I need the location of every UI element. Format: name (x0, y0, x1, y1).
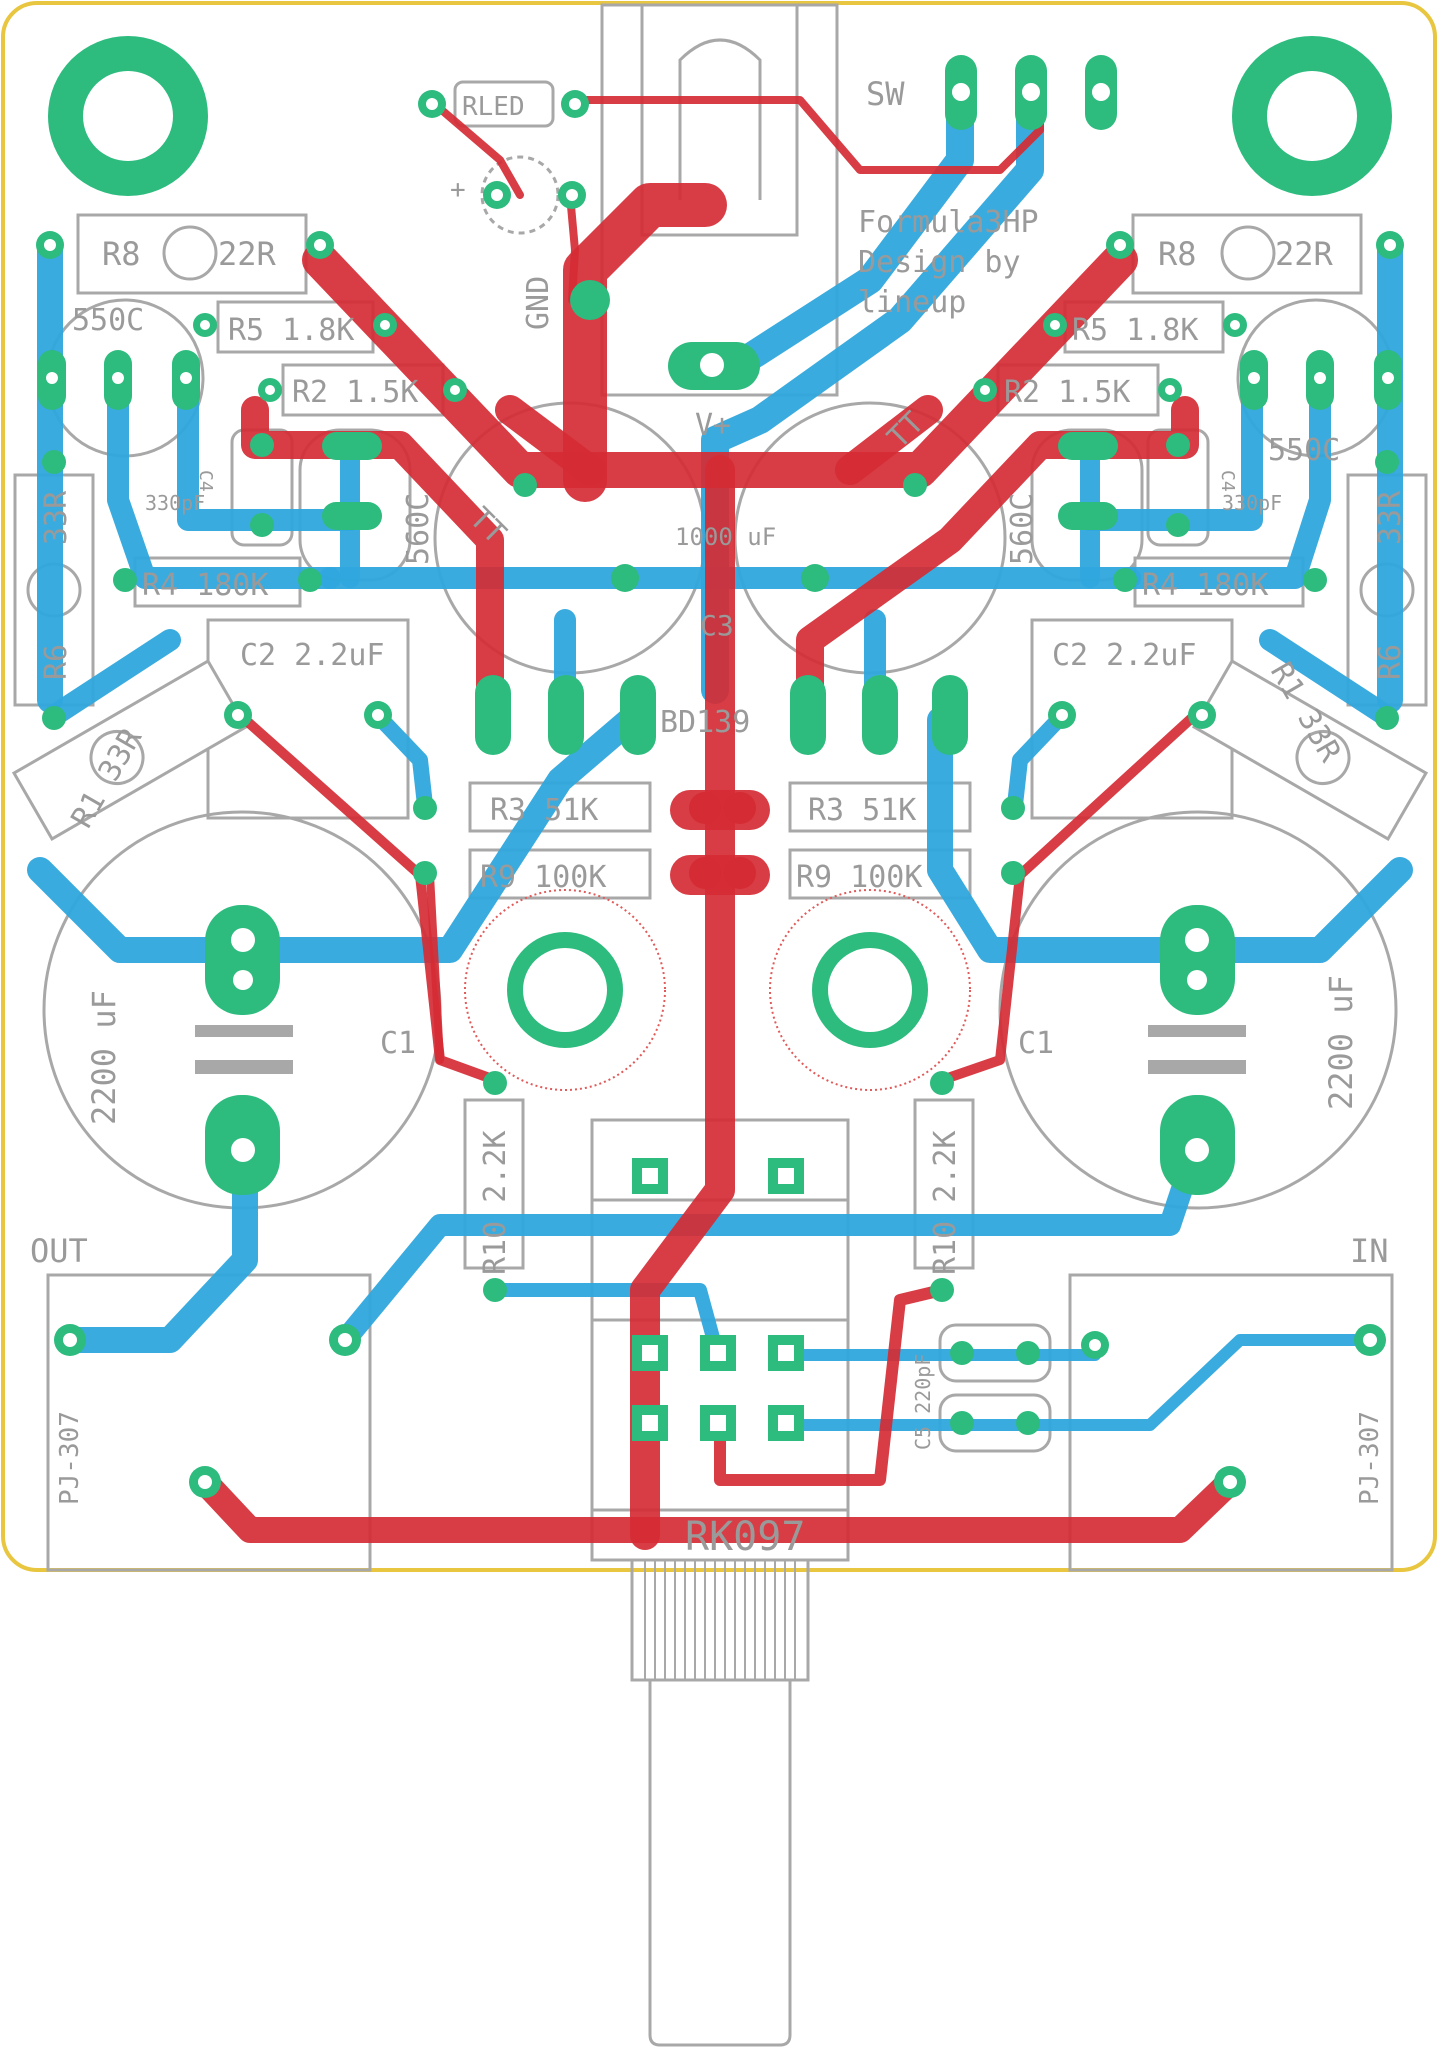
r10-right-label: R10 2.2K (928, 1131, 963, 1276)
r5-right-label: R5 1.8K (1072, 313, 1198, 348)
r6-right-label: R6 (1373, 644, 1408, 680)
title-line-3: lineup (858, 285, 966, 320)
r1-left-body (11, 659, 249, 841)
pj307-right-label: PJ-307 (1355, 1411, 1385, 1505)
r6-right-value: 33R (1373, 490, 1408, 545)
c2-left-label: C2 2.2uF (240, 638, 385, 673)
r8-right-value: 22R (1275, 235, 1334, 273)
out-label: OUT (30, 1232, 88, 1270)
r4-right-label: R4 180K (1142, 568, 1268, 603)
pj307-left-label: PJ-307 (55, 1411, 85, 1505)
silkscreen-layer (11, 3, 1429, 2047)
c4-right-label: C4 (1217, 470, 1238, 492)
q550-left-label: 550C (72, 303, 144, 338)
labels-layer: RLED + GND SW V+ Formula3HP Design by li… (30, 75, 1408, 1560)
r2-left-label: R2 1.5K (292, 375, 418, 410)
r9-left-label: R9 100K (480, 860, 606, 895)
r8-right-label: R8 (1158, 235, 1197, 273)
r4-left-label: R4 180K (142, 568, 268, 603)
title-line-2: Design by (858, 245, 1021, 280)
rled-label: RLED (462, 92, 525, 122)
pot-shaft-collar (630, 1558, 810, 1682)
q550-right-label: 550C (1268, 433, 1340, 468)
c4-left-value: 330pF (145, 491, 205, 515)
pads-layer (36, 55, 1404, 1498)
gnd-label: GND (521, 276, 556, 330)
title-line-1: Formula3HP (858, 205, 1039, 240)
r6-left-label: R6 (39, 644, 74, 680)
bd139-label: BD139 (660, 705, 750, 740)
c1-left-label: C1 (380, 1026, 416, 1061)
pj307-left-body (46, 1273, 372, 1572)
rled-body (453, 80, 555, 128)
r10-left-label: R10 2.2K (478, 1131, 513, 1276)
c1-right-label: C1 (1018, 1026, 1054, 1061)
in-label: IN (1350, 1232, 1389, 1270)
r3-right-label: R3 51K (808, 793, 916, 828)
c1-left-value: 2200 uF (85, 990, 123, 1125)
r10-right-body (913, 1098, 975, 1270)
c5-label: C5 220pF (911, 1354, 935, 1450)
r10-left-body (463, 1098, 525, 1270)
pot-shaft (648, 1680, 792, 2047)
q560-right-label: 560C (1005, 493, 1040, 565)
q560-left-label: 560C (401, 493, 436, 565)
c3-label: C3 (700, 609, 734, 642)
vplus-label: V+ (695, 408, 731, 443)
sw-label: SW (866, 75, 905, 113)
c2-right-label: C2 2.2uF (1052, 638, 1197, 673)
c1-right-outline (998, 810, 1398, 1210)
c4-left-label: C4 (195, 470, 216, 492)
led-plus-label: + (450, 175, 466, 205)
r3-left-label: R3 51K (490, 793, 598, 828)
r9-right-label: R9 100K (796, 860, 922, 895)
r8-left-value: 22R (218, 235, 277, 273)
r6-left-value: 33R (39, 490, 74, 545)
r2-right-label: R2 1.5K (1004, 375, 1130, 410)
c4-right-value: 330pF (1222, 491, 1282, 515)
rk097-label: RK097 (685, 1514, 805, 1560)
r1-right-body (1191, 659, 1429, 841)
r5-left-label: R5 1.8K (228, 313, 354, 348)
cap-center-label: 1000 uF (675, 523, 776, 551)
r8-left-label: R8 (102, 235, 141, 273)
c1-right-value: 2200 uF (1322, 975, 1360, 1110)
